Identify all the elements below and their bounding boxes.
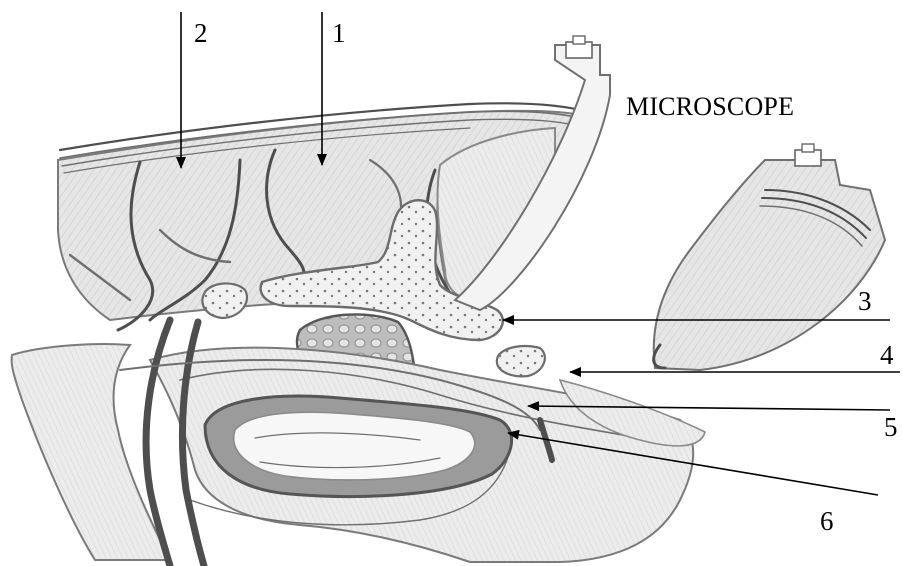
label-2: 2 (194, 18, 208, 48)
microscope-label: MICROSCOPE (626, 92, 794, 121)
microscope-tube-lower (654, 144, 885, 370)
lumen-cavity (205, 396, 512, 496)
label-6: 6 (820, 506, 834, 536)
label-5: 5 (884, 412, 898, 442)
label-1: 1 (332, 18, 346, 48)
label-3: 3 (858, 286, 872, 316)
label-4: 4 (880, 340, 894, 370)
